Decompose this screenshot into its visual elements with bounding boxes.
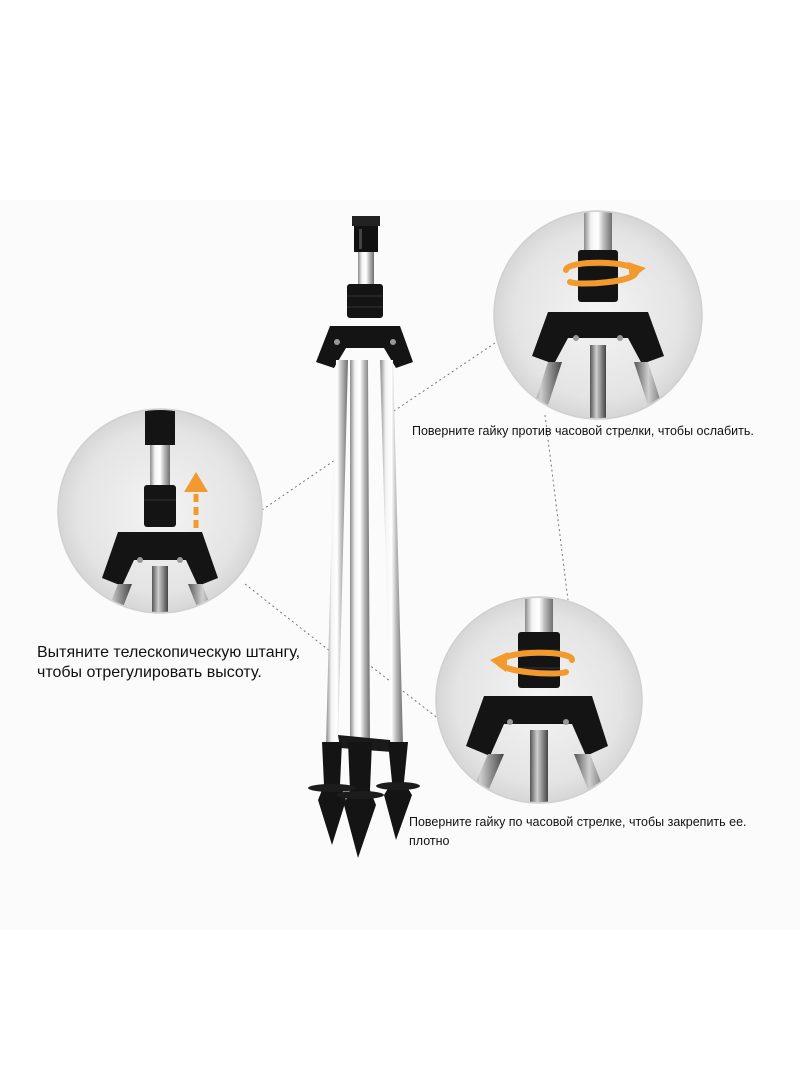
caption-tighten-nut: Поверните гайку по часовой стрелке, чтоб… (409, 813, 789, 851)
connector-lines (244, 342, 569, 727)
up-arrow-icon (184, 472, 208, 528)
caption-extend-line-2: чтобы отрегулировать высоту. (37, 664, 262, 681)
caption-tighten-line-2: плотно (409, 834, 450, 848)
caption-loosen-nut: Поверните гайку против часовой стрелки, … (412, 424, 754, 438)
caption-extend-line-1: Вытяните телескопическую штангу, (37, 644, 301, 661)
tripod-sprinkler-stand (308, 216, 420, 858)
detail-circle-extend (57, 408, 263, 614)
caption-extend-rod: Вытяните телескопическую штангу, чтобы о… (37, 643, 337, 683)
caption-tighten-line-1: Поверните гайку по часовой стрелке, чтоб… (409, 815, 747, 829)
